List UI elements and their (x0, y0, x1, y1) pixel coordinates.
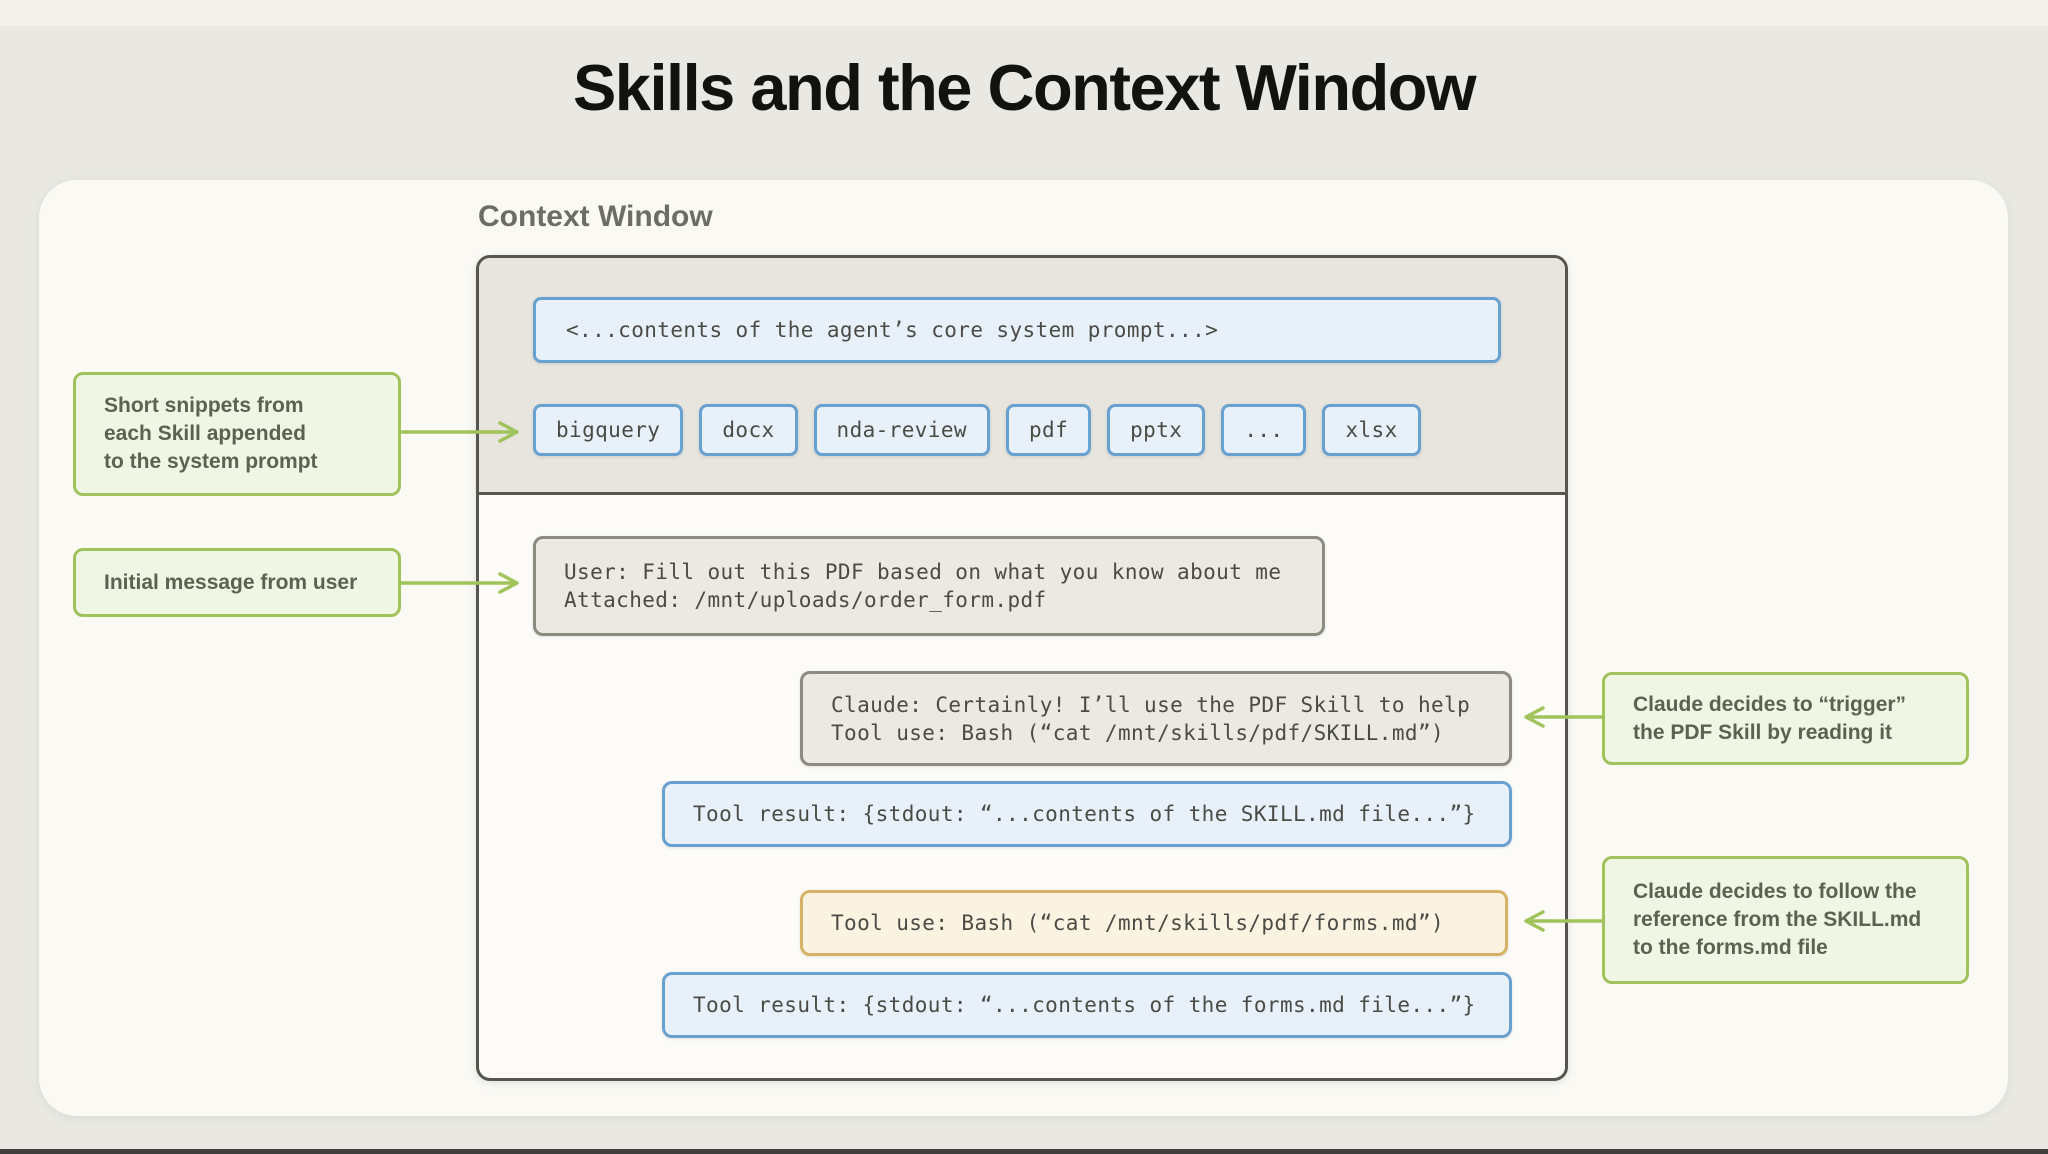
system-prompt-section: <...contents of the agent’s core system … (479, 258, 1565, 495)
claude-message-line: Tool use: Bash (“cat /mnt/skills/pdf/SKI… (831, 720, 1445, 745)
skill-chip-pptx: pptx (1107, 404, 1206, 456)
skill-chip-label: docx (722, 418, 775, 442)
skill-chips-row: bigquery docx nda-review pdf pptx ... xl… (533, 404, 1421, 456)
annotation-follow-reference: Claude decides to follow the reference f… (1602, 856, 1969, 984)
skill-chip-docx: docx (699, 404, 798, 456)
tool-result-skill-text: Tool result: {stdout: “...contents of th… (693, 802, 1476, 826)
skill-chip-label: nda-review (836, 418, 967, 442)
skill-chip-label: bigquery (556, 418, 661, 442)
tool-result-forms-text: Tool result: {stdout: “...contents of th… (693, 993, 1476, 1017)
user-message-line: Attached: /mnt/uploads/order_form.pdf (564, 588, 1047, 612)
annotation-line: Claude decides to “trigger” (1633, 692, 1907, 716)
annotation-line: reference from the SKILL.md (1633, 908, 1922, 931)
annotation-line: each Skill appended (104, 422, 306, 445)
context-window-label: Context Window (478, 200, 713, 233)
context-window-box: <...contents of the agent’s core system … (476, 255, 1568, 1081)
annotation-trigger-skill: Claude decides to “trigger” the PDF Skil… (1602, 672, 1969, 765)
skill-chip-xlsx: xlsx (1322, 404, 1421, 456)
annotation-line: to the system prompt (104, 450, 318, 473)
tool-result-forms-box: Tool result: {stdout: “...contents of th… (662, 972, 1512, 1038)
claude-message-box: Claude: Certainly! I’ll use the PDF Skil… (800, 671, 1512, 766)
page-title: Skills and the Context Window (572, 51, 1477, 124)
skill-chip-label: xlsx (1345, 418, 1398, 442)
annotation-short-snippets: Short snippets from each Skill appended … (73, 372, 401, 496)
skill-chip-bigquery: bigquery (533, 404, 684, 456)
bottom-bar (0, 1149, 2048, 1154)
annotation-line: Claude decides to follow the (1633, 880, 1917, 903)
skill-chip-pdf: pdf (1005, 404, 1092, 456)
top-strip (0, 0, 2048, 26)
system-prompt-box: <...contents of the agent’s core system … (533, 297, 1501, 363)
user-message-box: User: Fill out this PDF based on what yo… (533, 536, 1325, 636)
tool-use-forms-text: Tool use: Bash (“cat /mnt/skills/pdf/for… (831, 911, 1445, 935)
annotation-line: Short snippets from (104, 394, 304, 417)
tool-result-skill-box: Tool result: {stdout: “...contents of th… (662, 781, 1512, 847)
skill-chip-nda-review: nda-review (813, 404, 990, 456)
annotation-line: to the forms.md file (1633, 936, 1828, 959)
system-prompt-text: <...contents of the agent’s core system … (566, 318, 1219, 342)
user-message-line: User: Fill out this PDF based on what yo… (564, 560, 1282, 584)
annotation-initial-message: Initial message from user (73, 548, 401, 617)
annotation-line: the PDF Skill by reading it (1633, 720, 1893, 744)
tool-use-forms-box: Tool use: Bash (“cat /mnt/skills/pdf/for… (800, 890, 1508, 956)
skill-chip-ellipsis: ... (1221, 404, 1307, 456)
skill-chip-label: pdf (1028, 418, 1069, 442)
skill-chip-label: pptx (1130, 418, 1183, 442)
skill-chip-label: ... (1244, 418, 1284, 442)
claude-message-line: Claude: Certainly! I’ll use the PDF Skil… (831, 692, 1471, 717)
annotation-line: Initial message from user (104, 570, 358, 594)
